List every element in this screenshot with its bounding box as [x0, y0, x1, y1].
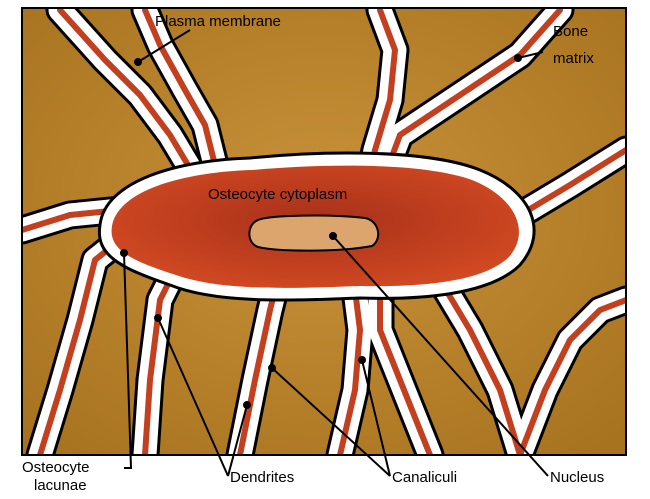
label-osteocyte-cytoplasm: Osteocyte cytoplasm — [208, 186, 347, 203]
label-nucleus: Nucleus — [550, 469, 604, 486]
pointer-dot-nucleus — [330, 233, 336, 239]
label-bone-matrix-1: Bone — [553, 23, 588, 40]
label-canaliculi: Canaliculi — [392, 469, 457, 486]
pointer-dot-plasma-membrane — [135, 59, 141, 65]
pointer-dot-lacunae — [121, 250, 127, 256]
pointer-dot-bone-matrix — [515, 55, 521, 61]
label-dendrites: Dendrites — [230, 469, 294, 486]
label-osteocyte-lacunae-1: Osteocyte — [22, 459, 90, 476]
label-osteocyte-lacunae-2: lacunae — [34, 477, 87, 494]
nucleus-shape — [249, 216, 378, 251]
pointer-dot-dendrite-1 — [155, 315, 161, 321]
pointer-dot-dendrite-2 — [244, 402, 250, 408]
pointer-dot-canaliculus-2 — [359, 357, 365, 363]
pointer-dot-canaliculus-1 — [269, 365, 275, 371]
label-bone-matrix-2: matrix — [553, 50, 594, 67]
label-plasma-membrane: Plasma membrane — [155, 13, 281, 30]
